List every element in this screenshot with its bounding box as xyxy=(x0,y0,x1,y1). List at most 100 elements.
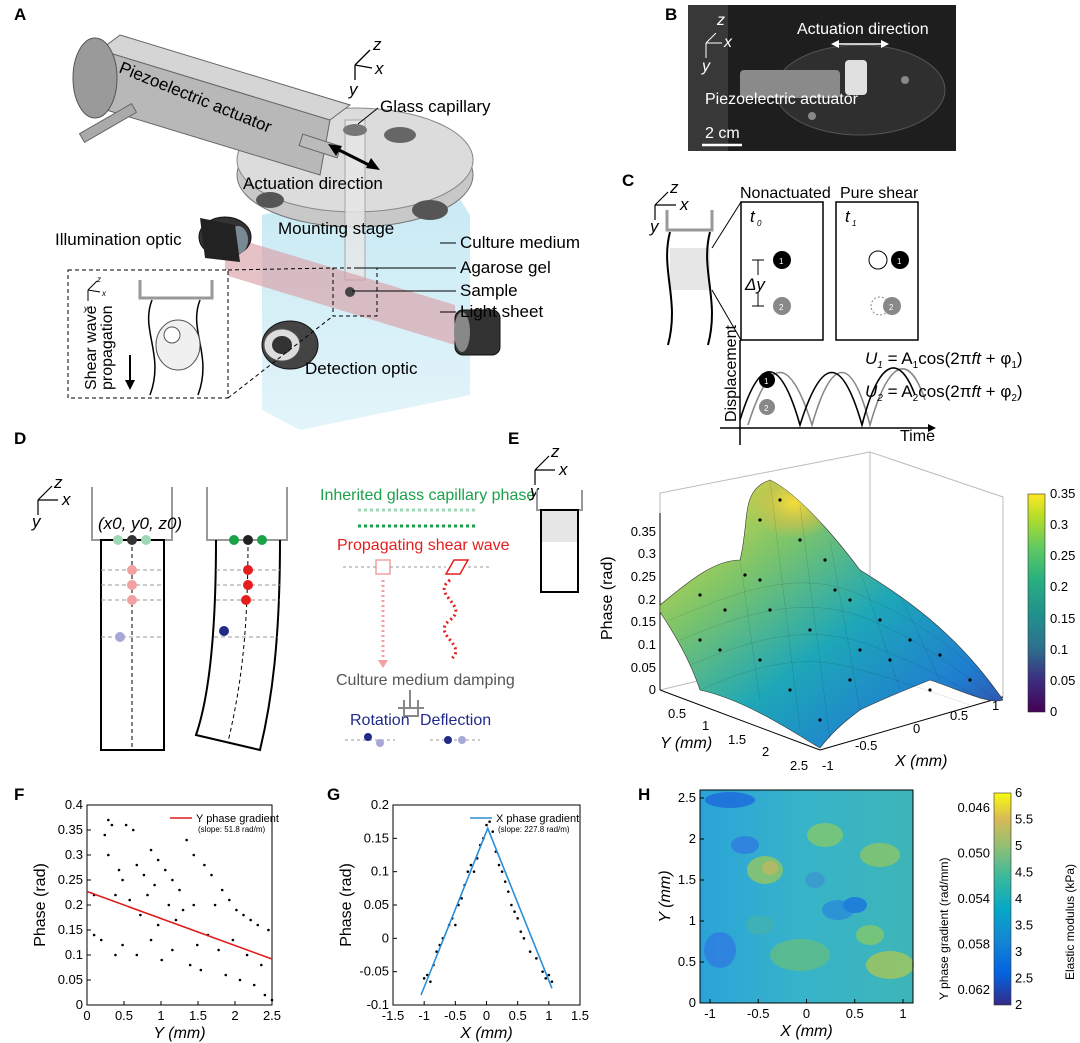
svg-text:1: 1 xyxy=(992,698,999,713)
data-point xyxy=(110,823,114,827)
legend-note: (slope: 227.8 rad/m) xyxy=(498,825,570,834)
c-gel-left xyxy=(666,231,673,346)
deflection-label: Deflection xyxy=(420,712,491,729)
data-point xyxy=(485,823,488,827)
svg-text:0.25: 0.25 xyxy=(1050,548,1075,563)
panel-label-h: H xyxy=(638,785,650,804)
y-tick-label: 0.05 xyxy=(364,897,389,912)
x-tick-label: -1 xyxy=(418,1008,430,1023)
leader-line xyxy=(357,107,379,125)
data-point xyxy=(535,957,538,960)
arrow-head xyxy=(328,144,342,156)
black-dot xyxy=(127,535,137,545)
dot-2-label: 2 xyxy=(779,303,784,312)
c-axis-y: y xyxy=(649,217,660,236)
data-point xyxy=(429,980,432,983)
x-tick-label: 2 xyxy=(231,1008,238,1023)
right-optic xyxy=(454,309,501,356)
data-point xyxy=(472,870,476,873)
piezo-top xyxy=(98,34,352,121)
data-point xyxy=(149,938,153,942)
data-point xyxy=(231,938,235,942)
e-axis-x: x xyxy=(558,460,568,479)
data-point xyxy=(121,943,124,947)
x-tick-label: -0.5 xyxy=(444,1008,466,1023)
inset-x: x xyxy=(101,289,107,298)
data-point xyxy=(139,913,142,917)
e-axes-icon xyxy=(534,455,555,485)
data-point xyxy=(422,977,426,980)
data-point xyxy=(199,968,203,972)
data-point xyxy=(460,897,463,900)
agarose-gel-label: Agarose gel xyxy=(460,258,551,277)
axis-y-label: y xyxy=(348,80,359,99)
data-point xyxy=(519,930,523,933)
svg-text:0.05: 0.05 xyxy=(631,660,656,675)
svg-text:0.15: 0.15 xyxy=(1050,611,1075,626)
data-point xyxy=(117,868,121,872)
cbar-left-tick: 0.058 xyxy=(957,937,990,952)
data-point xyxy=(260,963,263,967)
heatmap-blobs xyxy=(704,792,914,979)
data-point xyxy=(210,873,213,877)
plot-frame xyxy=(86,804,273,1006)
svg-text:1: 1 xyxy=(702,718,709,733)
data-point xyxy=(249,918,252,922)
delta-y-label: Δy xyxy=(744,275,766,294)
x-tick-label: 0 xyxy=(83,1008,90,1023)
data-point xyxy=(185,838,188,842)
data-point xyxy=(500,870,504,873)
dot-1-ghost xyxy=(868,250,888,270)
data-point xyxy=(128,898,131,902)
legend-note: (slope: 51.8 rad/m) xyxy=(198,825,265,834)
data-point xyxy=(188,963,192,967)
defl-dot xyxy=(444,736,452,744)
data-point xyxy=(181,908,185,912)
tube-2-axis xyxy=(227,539,249,743)
data-point xyxy=(228,898,231,902)
eq-u2: U2 = A2cos(2πft + φ2) xyxy=(865,382,1023,404)
x-axis-label: X (mm) xyxy=(779,1023,832,1040)
y-tick-label: -0.1 xyxy=(367,997,389,1012)
arrow-head xyxy=(125,380,135,390)
cbar-right-tick: 2.5 xyxy=(1015,971,1033,986)
panel-label-g: G xyxy=(327,785,340,804)
culture-medium-label: Culture medium xyxy=(460,233,580,252)
e-colorbar-ticks: 0 0.05 0.1 0.15 0.2 0.25 0.3 0.35 xyxy=(1050,486,1075,719)
e-x-label: X (mm) xyxy=(894,753,947,770)
sample-dot xyxy=(345,287,355,297)
svg-text:2: 2 xyxy=(762,744,769,759)
cbar-right-tick: 3 xyxy=(1015,944,1022,959)
svg-text:0.5: 0.5 xyxy=(950,708,968,723)
red-dot xyxy=(243,580,253,590)
svg-text:0.25: 0.25 xyxy=(631,569,656,584)
data-point xyxy=(497,863,501,867)
displacement-label: Displacement xyxy=(723,325,740,422)
y-tick-label: 2.5 xyxy=(678,790,696,805)
red-dot xyxy=(243,565,253,575)
data-point xyxy=(510,903,513,907)
y-tick-label: 0.15 xyxy=(58,922,83,937)
data-point xyxy=(544,977,548,980)
panel-b: B Actuation direction Piezoelectric actu… xyxy=(665,5,956,151)
cbar-left-tick: 0.046 xyxy=(957,800,990,815)
arrow-head xyxy=(366,158,380,170)
cbar-right-tick: 3.5 xyxy=(1015,918,1033,933)
d-axis-z: z xyxy=(53,473,63,492)
d-axes-icon xyxy=(37,485,58,515)
data-point xyxy=(178,888,181,892)
legend-label: Y phase gradient xyxy=(196,813,279,825)
svg-text:-1: -1 xyxy=(822,758,834,773)
data-point xyxy=(156,923,160,927)
data-point xyxy=(541,970,544,973)
data-point xyxy=(267,928,270,932)
wave-dot-1 xyxy=(759,372,775,388)
e-highlight xyxy=(541,510,578,542)
c-axis-x: x xyxy=(679,195,689,214)
time-label: Time xyxy=(900,428,935,445)
zoom-box xyxy=(332,267,378,317)
data-point xyxy=(224,973,228,977)
data-point xyxy=(203,863,206,867)
